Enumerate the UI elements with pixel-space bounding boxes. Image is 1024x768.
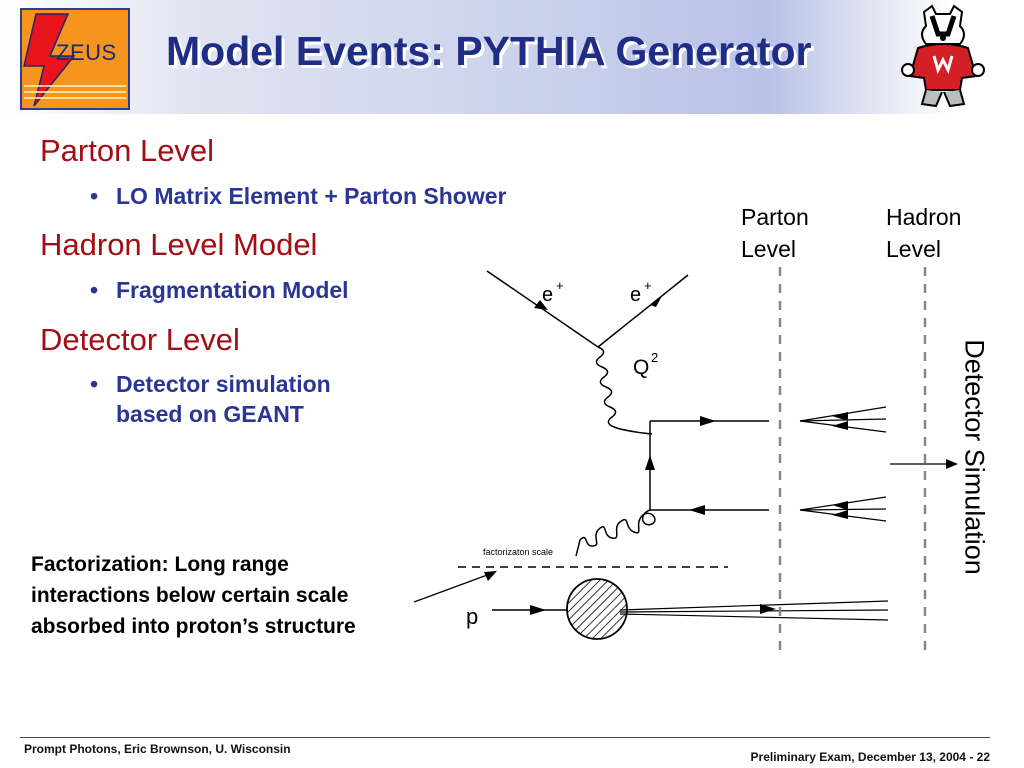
bullet-fragmentation: • Fragmentation Model [90, 275, 349, 305]
proton-arrow [530, 605, 546, 615]
bullet-text: Fragmentation Model [116, 277, 349, 303]
hadron-level-label: Hadron Level [886, 201, 961, 265]
proton-blob [566, 578, 628, 640]
header-band [0, 0, 1024, 114]
heading-parton-level: Parton Level [40, 133, 215, 168]
parton-label-line1: Parton [741, 204, 809, 230]
photon-propagator [595, 346, 653, 435]
parton-label-line2: Level [741, 236, 796, 262]
e-plus-out-label: e [630, 284, 641, 306]
factorization-scale-text: factorizaton scale [483, 547, 553, 557]
hadron-label-line1: Hadron [886, 204, 962, 230]
heading-hadron-level-model: Hadron Level Model [40, 227, 318, 262]
parton-level-label: Parton Level [741, 201, 809, 265]
remnant-arrow [760, 604, 776, 614]
hadron-jet-top [799, 406, 887, 433]
bullet-dot: • [90, 371, 99, 397]
hadron-jet-bottom [799, 496, 887, 522]
outgoing-electron-line [597, 274, 689, 348]
bullet-lo-matrix: • LO Matrix Element + Parton Shower [90, 181, 507, 211]
bullet-text: Detector simulation [116, 371, 331, 397]
factorization-note-line3: absorbed into proton’s structure [31, 615, 356, 638]
quark-arrow-bottom [689, 505, 705, 515]
remnant-line-2 [619, 609, 889, 613]
e-plus-in-sup: + [556, 278, 564, 293]
heading-detector-level: Detector Level [40, 322, 240, 357]
slide-title: Model Events: PYTHIA Generator [166, 28, 812, 74]
outgoing-electron-arrow [650, 296, 662, 307]
badger-mascot-icon [898, 4, 988, 115]
footer-right-text: Preliminary Exam, December 13, 2004 - 22 [750, 750, 990, 764]
bullet-text: LO Matrix Element + Parton Shower [116, 183, 507, 209]
bullet-dot: • [90, 277, 99, 303]
q2-label: Q [633, 356, 649, 379]
e-plus-in-label: e [542, 284, 553, 306]
remnant-line-3 [619, 613, 889, 621]
hadron-label-line2: Level [886, 236, 941, 262]
factorization-pointer-line [413, 573, 491, 603]
bullet-dot: • [90, 183, 99, 209]
factorization-note-line1: Factorization: Long range [31, 553, 289, 576]
proton-text: p [466, 604, 478, 629]
factorization-pointer-head [484, 571, 497, 581]
quark-arrow-top [700, 416, 716, 426]
bullet-text-line2: based on GEANT [116, 401, 304, 427]
factorization-note-line2: interactions below certain scale [31, 584, 349, 607]
remnant-line-1 [619, 600, 889, 611]
footer-divider [20, 737, 990, 738]
footer-left-text: Prompt Photons, Eric Brownson, U. Wiscon… [24, 742, 291, 756]
incoming-electron-arrow [534, 300, 548, 310]
gluon-propagator [575, 509, 656, 557]
zeus-logo: ZEUS [20, 8, 130, 110]
zeus-logo-text: ZEUS [56, 40, 117, 65]
q2-sup: 2 [651, 350, 658, 365]
factorization-note: Factorization: Long range interactions b… [31, 549, 356, 642]
quark-arrow-vertical [645, 455, 655, 470]
bullet-detector-sim: • Detector simulation based on GEANT [90, 369, 331, 429]
e-plus-out-sup: + [644, 278, 652, 293]
detector-arrow-head [946, 459, 958, 469]
